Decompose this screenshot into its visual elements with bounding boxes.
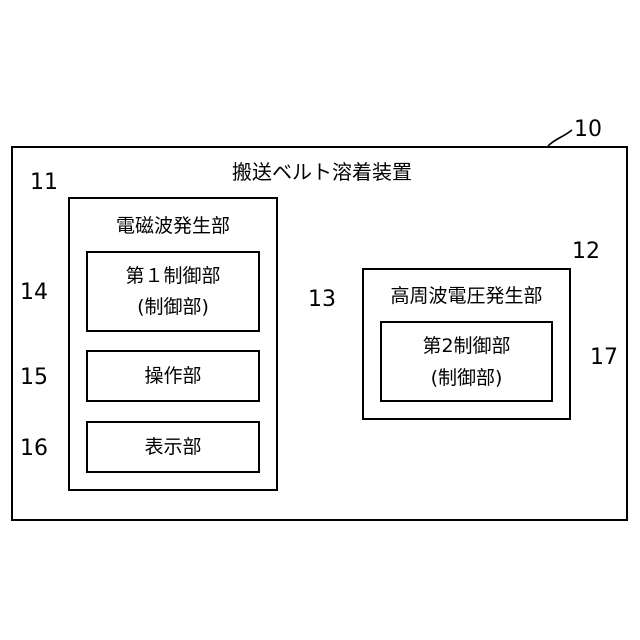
control1-label: 第１制御部: [86, 264, 260, 288]
ref-16: 16: [20, 437, 48, 461]
control2-label: 第2制御部: [380, 334, 553, 358]
ref-12: 12: [572, 240, 600, 264]
ref-17: 17: [590, 346, 618, 370]
display-label: 表示部: [86, 435, 260, 459]
apparatus-title: 搬送ベルト溶着装置: [232, 160, 412, 184]
ref-15: 15: [20, 366, 48, 390]
ref-11: 11: [30, 171, 58, 195]
em-generator-title: 電磁波発生部: [68, 214, 278, 238]
leader-10: [548, 130, 572, 146]
hf-generator-title: 高周波電圧発生部: [362, 284, 571, 308]
ref-10: 10: [574, 118, 602, 142]
control1-sublabel: (制御部): [86, 295, 260, 319]
operation-label: 操作部: [86, 364, 260, 388]
ref-13: 13: [308, 288, 336, 312]
control2-sublabel: (制御部): [380, 366, 553, 390]
ref-14: 14: [20, 281, 48, 305]
